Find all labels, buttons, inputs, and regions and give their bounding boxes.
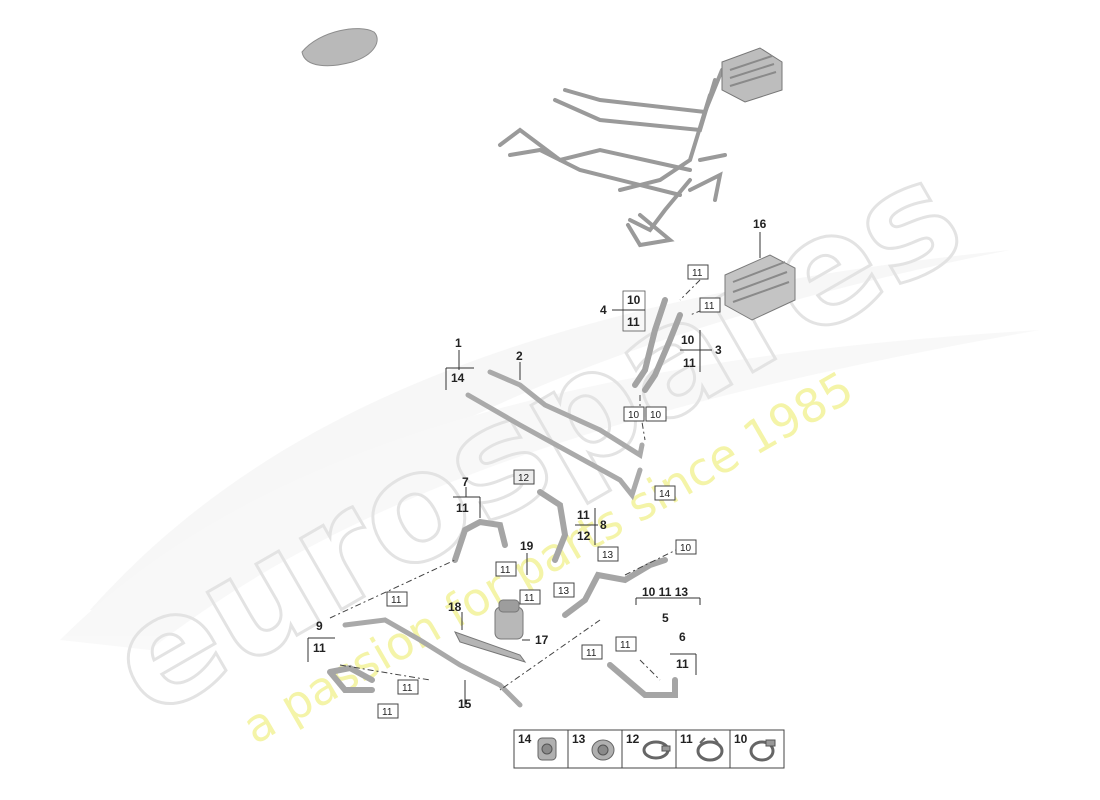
svg-text:10: 10 (628, 410, 640, 421)
quick-clamp-icon (749, 739, 776, 762)
svg-text:12: 12 (577, 529, 591, 543)
heater-core-part (724, 232, 796, 321)
boxed-refs: 11 11 10 10 14 12 11 11 11 13 13 10 11 1… (377, 264, 721, 719)
subref-5: 10 11 13 (635, 585, 701, 605)
svg-text:11: 11 (524, 593, 535, 604)
callout-2: 2 (516, 349, 523, 363)
watermark-swoosh (60, 250, 1040, 650)
callout-16: 16 (753, 217, 767, 231)
svg-text:10: 10 (650, 410, 662, 421)
car-silhouette-icon (301, 28, 378, 67)
subref-7: 11 (453, 496, 481, 518)
callout-9: 9 (316, 619, 323, 633)
spring-clamp-icon (696, 737, 724, 762)
svg-text:14: 14 (451, 371, 465, 385)
coolant-pump-part (494, 599, 524, 640)
svg-text:11: 11 (620, 640, 631, 651)
hose-9 (327, 664, 375, 693)
svg-text:14: 14 (659, 489, 671, 500)
svg-text:10: 10 (680, 543, 692, 554)
callout-19: 19 (520, 539, 534, 553)
watermark-brand: eurospares (81, 126, 989, 751)
svg-text:13: 13 (558, 586, 570, 597)
svg-text:11: 11 (586, 648, 597, 659)
svg-text:14: 14 (518, 732, 532, 746)
svg-text:13: 13 (572, 732, 586, 746)
svg-text:11: 11 (627, 315, 640, 329)
legend-item-10: 10 (734, 732, 776, 762)
callout-4: 4 (600, 303, 607, 317)
hose-3-4 (632, 297, 683, 393)
legend-item-13: 13 (572, 732, 615, 761)
subref-3: 10 11 (680, 330, 712, 372)
svg-text:11: 11 (692, 268, 703, 279)
grommet-icon (537, 737, 557, 761)
assembly-overview (498, 68, 727, 248)
subref-4: 10 11 (612, 290, 646, 332)
callout-15: 15 (458, 697, 472, 711)
hose-clamp-icon (642, 740, 671, 760)
svg-text:10: 10 (681, 333, 695, 347)
legend-strip: 14 13 12 11 (513, 729, 785, 769)
sleeve-icon (591, 739, 615, 761)
legend-item-12: 12 (626, 732, 671, 760)
svg-text:10: 10 (627, 293, 641, 307)
heat-exchanger-overview (721, 47, 783, 103)
pipe-1-2 (465, 369, 645, 501)
svg-text:10: 10 (734, 732, 748, 746)
bracket-part (453, 631, 527, 663)
callout-17: 17 (535, 633, 549, 647)
callout-8: 8 (600, 518, 607, 532)
callout-5: 5 (662, 611, 669, 625)
subref-6: 11 (670, 653, 697, 675)
svg-text:11: 11 (391, 595, 402, 606)
pipe-15 (342, 617, 523, 708)
hose-6 (607, 662, 678, 698)
svg-text:11: 11 (577, 508, 590, 522)
legend-item-14: 14 (518, 732, 557, 761)
svg-text:12: 12 (518, 473, 530, 484)
hose-7 (452, 518, 508, 563)
svg-text:11: 11 (402, 683, 413, 694)
callout-6: 6 (679, 630, 686, 644)
callout-leaders (458, 350, 530, 707)
subref-9: 11 (307, 637, 335, 662)
svg-text:10 11 13: 10 11 13 (642, 585, 688, 599)
svg-text:11: 11 (704, 301, 715, 312)
svg-text:11: 11 (382, 707, 393, 718)
hose-5 (562, 557, 668, 618)
svg-text:11: 11 (313, 641, 326, 655)
svg-text:12: 12 (626, 732, 640, 746)
svg-text:11: 11 (500, 565, 511, 576)
legend-item-11: 11 (680, 732, 724, 762)
svg-text:13: 13 (602, 550, 614, 561)
callout-1: 1 (455, 336, 462, 350)
svg-text:11: 11 (680, 732, 693, 746)
callout-18: 18 (448, 600, 462, 614)
hose-8 (537, 489, 569, 563)
svg-text:11: 11 (456, 501, 469, 515)
callout-7: 7 (462, 475, 469, 489)
callout-3: 3 (715, 343, 722, 357)
svg-text:11: 11 (676, 657, 689, 671)
subref-1: 14 (445, 367, 474, 390)
svg-text:11: 11 (683, 356, 696, 370)
subref-8: 11 12 (575, 508, 598, 545)
